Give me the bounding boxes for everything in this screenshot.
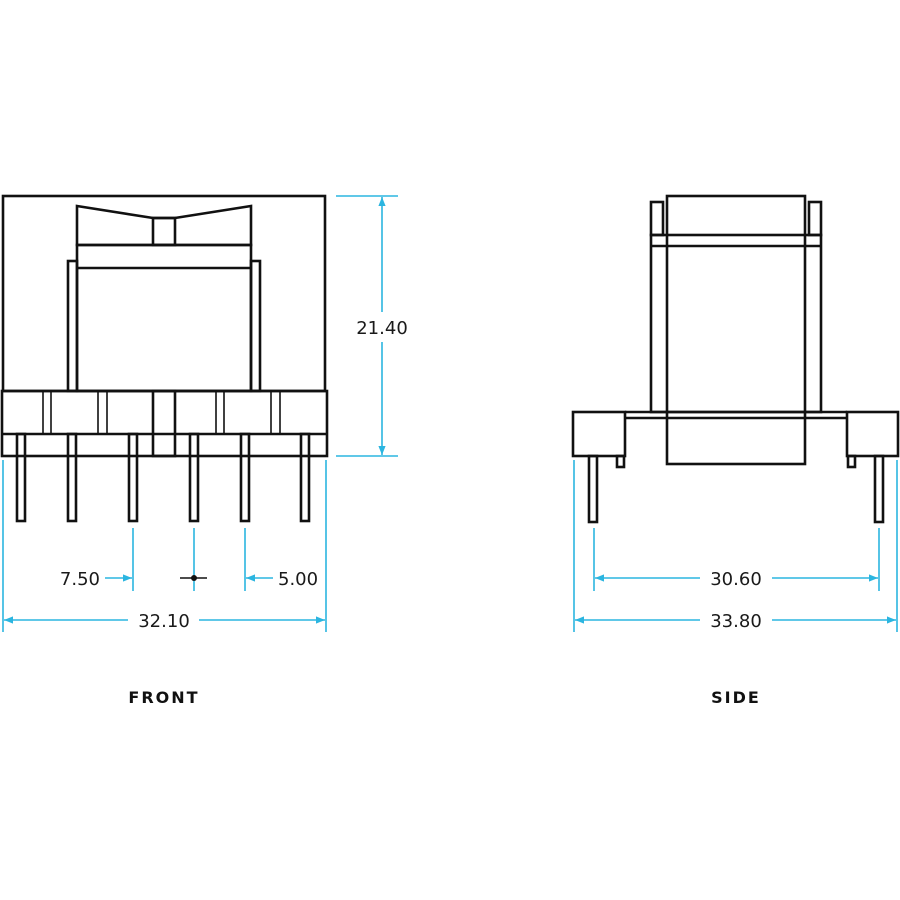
pin bbox=[15, 432, 27, 523]
pitch-left-value: 7.50 bbox=[60, 569, 100, 590]
side-right-tab bbox=[807, 200, 823, 237]
pitch-right-value: 5.00 bbox=[278, 569, 318, 590]
pin bbox=[239, 432, 251, 523]
side-right-base bbox=[845, 410, 900, 458]
front-pins bbox=[15, 432, 311, 523]
front-top-flange bbox=[75, 204, 253, 247]
side-right-stub bbox=[846, 454, 857, 469]
side-pin-span-dimension: 30.60 bbox=[593, 528, 880, 591]
pin bbox=[873, 454, 885, 524]
front-base-dividers bbox=[42, 391, 281, 434]
side-width-dimension: 33.80 bbox=[573, 460, 898, 632]
front-right-post bbox=[249, 259, 262, 393]
side-width-value: 33.80 bbox=[710, 611, 762, 632]
side-left-tab bbox=[649, 200, 665, 237]
front-width-dimension: 32.10 bbox=[2, 460, 327, 632]
side-view: 30.60 33.80 SIDE bbox=[571, 194, 900, 707]
center-dot bbox=[191, 575, 197, 581]
front-pitch-dimension: 7.50 5.00 bbox=[60, 528, 318, 591]
pin bbox=[188, 432, 200, 523]
side-left-base bbox=[571, 410, 627, 458]
pin-span-value: 30.60 bbox=[710, 569, 762, 590]
side-bobbin bbox=[649, 233, 823, 414]
pin bbox=[127, 432, 139, 523]
front-left-post bbox=[66, 259, 79, 393]
side-left-stub bbox=[615, 454, 626, 469]
pin bbox=[66, 432, 78, 523]
front-label: FRONT bbox=[128, 688, 199, 707]
height-value: 21.40 bbox=[356, 318, 408, 339]
front-core-outline bbox=[1, 194, 327, 393]
front-flange-notch bbox=[151, 216, 177, 247]
side-label: SIDE bbox=[711, 688, 761, 707]
width-value: 32.10 bbox=[138, 611, 190, 632]
front-view: 21.40 7.50 5.00 32.10 FRONT bbox=[0, 194, 408, 707]
front-center-block bbox=[151, 389, 177, 458]
front-height-dimension: 21.40 bbox=[336, 195, 408, 457]
side-core bbox=[665, 194, 807, 466]
pin bbox=[587, 454, 599, 524]
pin bbox=[299, 432, 311, 523]
